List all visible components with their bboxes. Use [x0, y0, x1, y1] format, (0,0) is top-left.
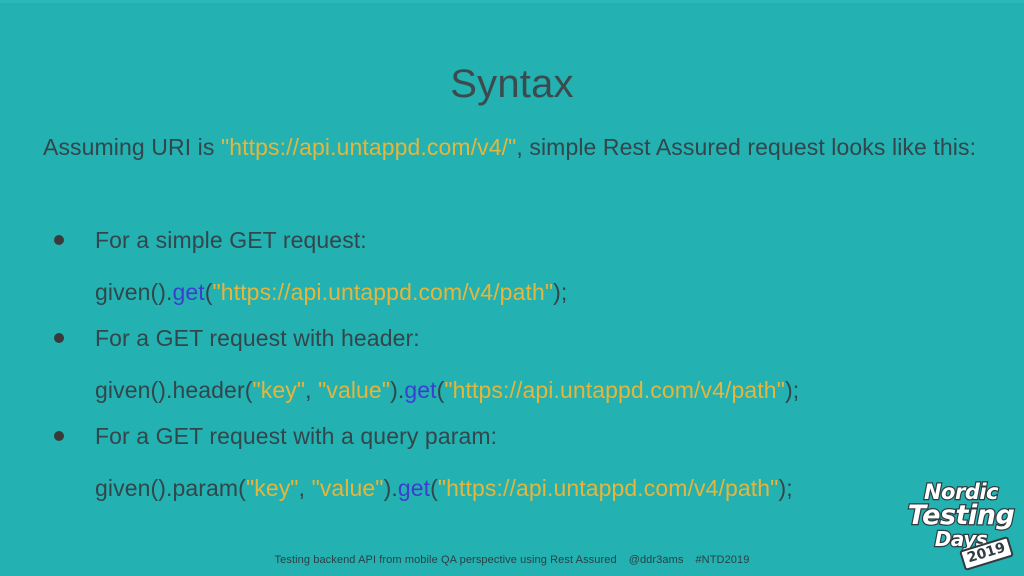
- code-token-function: get: [404, 377, 437, 403]
- code-token-plain: );: [553, 279, 568, 305]
- bullet-dot-icon: [54, 333, 64, 343]
- code-token-plain: );: [778, 475, 793, 501]
- code-token-string: "https://api.untappd.com/v4/path": [444, 377, 785, 403]
- logo-line-testing: Testing: [907, 500, 1016, 531]
- footer-talk-title: Testing backend API from mobile QA persp…: [274, 554, 617, 566]
- code-token-function: get: [172, 279, 205, 305]
- top-edge-strip: [0, 0, 1024, 3]
- code-token-plain: given().header(: [95, 377, 253, 403]
- bullet-row: For a simple GET request:: [43, 222, 993, 264]
- bullet-list: For a simple GET request: given().get("h…: [43, 222, 993, 516]
- code-snippet: given().get("https://api.untappd.com/v4/…: [95, 274, 993, 310]
- bullet-dot-icon: [54, 235, 64, 245]
- code-token-plain: given().param(: [95, 475, 246, 501]
- code-token-plain: ,: [305, 377, 319, 403]
- logo-line-nordic: Nordic: [923, 480, 1000, 504]
- page-title: Syntax: [450, 62, 574, 106]
- bullet-label: For a GET request with a query param:: [95, 423, 498, 449]
- bullet-label: For a GET request with header:: [95, 325, 420, 351]
- code-token-string: "value": [318, 377, 391, 403]
- bullet-row: For a GET request with header:: [43, 320, 993, 362]
- list-item: For a GET request with a query param: gi…: [43, 418, 993, 506]
- footer-handle: @ddr3ams: [628, 554, 684, 566]
- code-token-plain: (: [436, 377, 445, 403]
- bullet-label: For a simple GET request:: [95, 227, 367, 253]
- code-token-function: get: [397, 475, 431, 501]
- footer-credit: Testing backend API from mobile QA persp…: [0, 554, 1024, 566]
- intro-paragraph: Assuming URI is "https://api.untappd.com…: [43, 130, 988, 164]
- logo-stack: Nordic Testing Days 2019: [906, 480, 1016, 571]
- code-token-plain: );: [784, 377, 800, 403]
- code-token-plain: (: [430, 475, 438, 501]
- nordic-testing-days-logo: Nordic Testing Days 2019: [906, 480, 1016, 571]
- code-token-plain: (: [204, 279, 213, 305]
- intro-text-after: , simple Rest Assured request looks like…: [516, 134, 977, 160]
- code-token-string: "value": [311, 475, 384, 501]
- list-item: For a GET request with header: given().h…: [43, 320, 993, 408]
- code-token-string: "key": [252, 377, 306, 403]
- code-token-plain: given().: [95, 279, 173, 305]
- bullet-dot-icon: [54, 431, 64, 441]
- intro-uri-literal: "https://api.untappd.com/v4/": [220, 134, 517, 160]
- code-token-plain: ,: [298, 475, 312, 501]
- code-token-string: "https://api.untappd.com/v4/path": [212, 279, 554, 305]
- footer-hashtag: #NTD2019: [695, 554, 750, 566]
- code-token-string: "key": [245, 475, 299, 501]
- bullet-row: For a GET request with a query param:: [43, 418, 993, 460]
- code-token-plain: ).: [390, 377, 405, 403]
- code-snippet: given().param("key", "value").get("https…: [95, 470, 993, 506]
- code-snippet: given().header("key", "value").get("http…: [95, 372, 993, 408]
- intro-text-before: Assuming URI is: [43, 134, 221, 160]
- list-item: For a simple GET request: given().get("h…: [43, 222, 993, 310]
- code-token-plain: ).: [383, 475, 398, 501]
- code-token-string: "https://api.untappd.com/v4/path": [437, 475, 779, 501]
